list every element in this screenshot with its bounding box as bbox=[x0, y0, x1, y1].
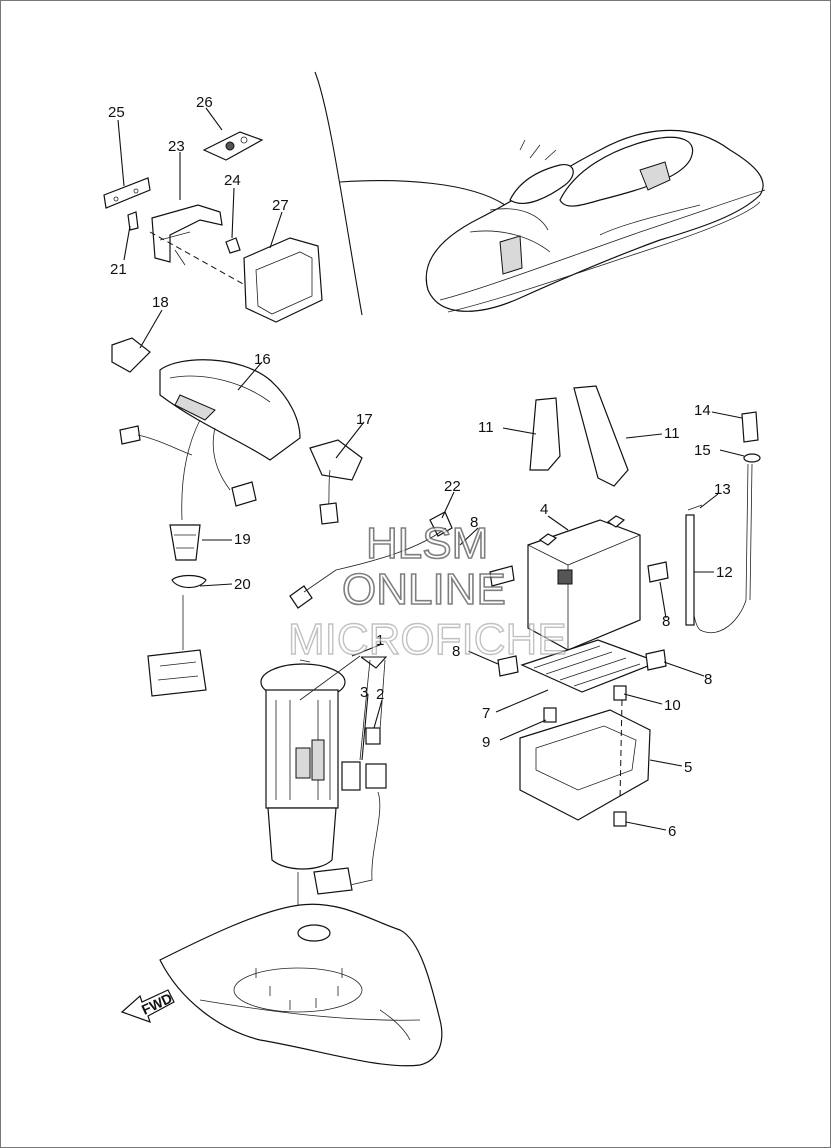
callout-labels: 25 26 23 24 27 21 18 16 17 19 20 22 8 11… bbox=[108, 94, 733, 840]
callout-23: 25 bbox=[108, 104, 125, 121]
callout-9: 9 bbox=[482, 734, 490, 751]
immobilizer-parts bbox=[103, 131, 323, 323]
callout-5: 5 bbox=[684, 759, 692, 776]
watermark-line2: ONLINE bbox=[342, 565, 506, 614]
battery-assembly bbox=[489, 385, 761, 827]
callout-26: 26 bbox=[196, 94, 213, 111]
callout-8-right: 8 bbox=[662, 613, 670, 630]
callout-13: 13 bbox=[714, 481, 731, 498]
callout-21: 23 bbox=[168, 138, 185, 155]
callout-11-left: 11 bbox=[478, 419, 494, 436]
callout-12: 12 bbox=[716, 564, 733, 581]
meter-assembly bbox=[111, 337, 363, 697]
direction-label: FWD bbox=[139, 990, 175, 1018]
watercraft-illustration bbox=[314, 71, 766, 316]
callout-22: 24 bbox=[224, 172, 241, 189]
callout-15: 15 bbox=[694, 442, 711, 459]
callout-10: 10 bbox=[664, 697, 681, 714]
callout-3: 3 bbox=[360, 684, 368, 701]
callout-16: 16 bbox=[254, 351, 271, 368]
callout-8-sensor: 8 bbox=[470, 514, 478, 531]
callout-24: 21 bbox=[110, 261, 127, 278]
callout-8-lower-right: 8 bbox=[704, 671, 712, 688]
callout-11-right: 11 bbox=[664, 425, 680, 442]
callout-18: 18 bbox=[152, 294, 169, 311]
watermark-line3: MICROFICHE bbox=[288, 615, 567, 664]
callout-20: 20 bbox=[234, 576, 251, 593]
leader-lines bbox=[117, 107, 745, 831]
callout-27: 27 bbox=[272, 197, 289, 214]
callout-6: 6 bbox=[668, 823, 676, 840]
watermark-line1: HLSM bbox=[366, 519, 488, 568]
callout-19: 19 bbox=[234, 531, 251, 548]
callout-17: 17 bbox=[356, 411, 373, 428]
callout-8-left: 8 bbox=[452, 643, 460, 660]
fwd-arrow-icon: FWD bbox=[120, 989, 175, 1023]
callout-2: 2 bbox=[376, 686, 384, 703]
callout-1: 1 bbox=[376, 632, 384, 649]
callout-7: 7 bbox=[482, 705, 490, 722]
fuel-pump-assembly bbox=[260, 511, 453, 980]
hull-floor bbox=[159, 903, 443, 1067]
watermark: HLSM ONLINE MICROFICHE bbox=[287, 518, 567, 665]
callout-14: 14 bbox=[694, 402, 711, 419]
callout-4: 4 bbox=[540, 501, 548, 518]
callout-25: 22 bbox=[444, 478, 461, 495]
